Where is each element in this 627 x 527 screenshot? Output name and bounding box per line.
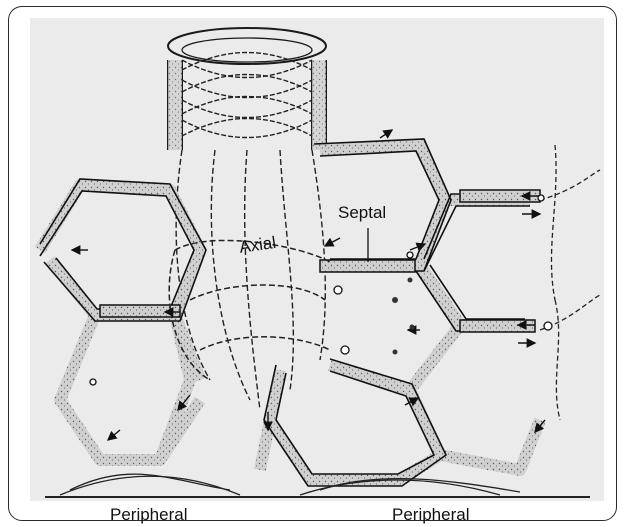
peripheral-label-right: Peripheral xyxy=(392,505,470,525)
peripheral-label-left: Peripheral xyxy=(110,505,188,525)
septal-label: Septal xyxy=(338,203,386,223)
direction-arrows xyxy=(72,130,545,440)
septal-fibre xyxy=(100,190,540,332)
fibre-dots xyxy=(392,278,415,355)
